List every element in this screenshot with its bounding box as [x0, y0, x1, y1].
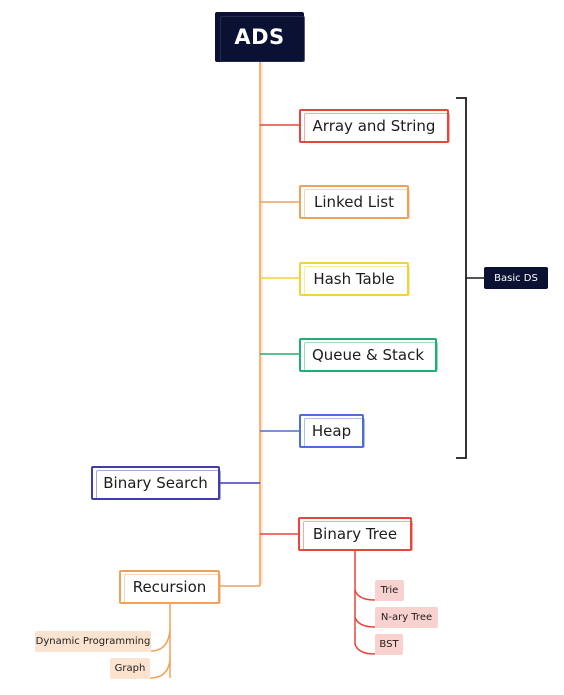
node-queue-and-stack[interactable]: Queue & Stack	[299, 338, 438, 372]
node-label: Array and String	[312, 117, 436, 135]
node-array-and-string[interactable]: Array and String	[299, 109, 450, 143]
node-hash-table[interactable]: Hash Table	[299, 262, 410, 296]
node-label: Recursion	[132, 578, 207, 596]
subnode-bst[interactable]: BST	[375, 634, 403, 655]
node-heap[interactable]: Heap	[299, 414, 365, 448]
node-recursion[interactable]: Recursion	[119, 570, 221, 604]
node-label: Linked List	[314, 193, 394, 211]
group-bracket	[456, 97, 467, 459]
subnode-trie[interactable]: Trie	[375, 580, 404, 601]
node-label: Heap	[311, 422, 352, 440]
node-label: Queue & Stack	[311, 346, 425, 364]
node-label: Binary Search	[103, 474, 208, 492]
node-linked-list[interactable]: Linked List	[299, 185, 410, 219]
subnode-n-ary-tree[interactable]: N-ary Tree	[375, 607, 438, 628]
root-label: ADS	[234, 25, 285, 49]
subnode-graph[interactable]: Graph	[110, 658, 150, 679]
group-label-basic-ds[interactable]: Basic DS	[484, 267, 548, 289]
node-label: Hash Table	[313, 270, 395, 288]
node-binary-tree[interactable]: Binary Tree	[298, 517, 413, 551]
root-node[interactable]: ADS	[215, 12, 305, 62]
node-label: Binary Tree	[312, 525, 398, 543]
node-binary-search[interactable]: Binary Search	[91, 466, 221, 500]
subnode-dynamic-programming[interactable]: Dynamic Programming	[35, 631, 151, 652]
